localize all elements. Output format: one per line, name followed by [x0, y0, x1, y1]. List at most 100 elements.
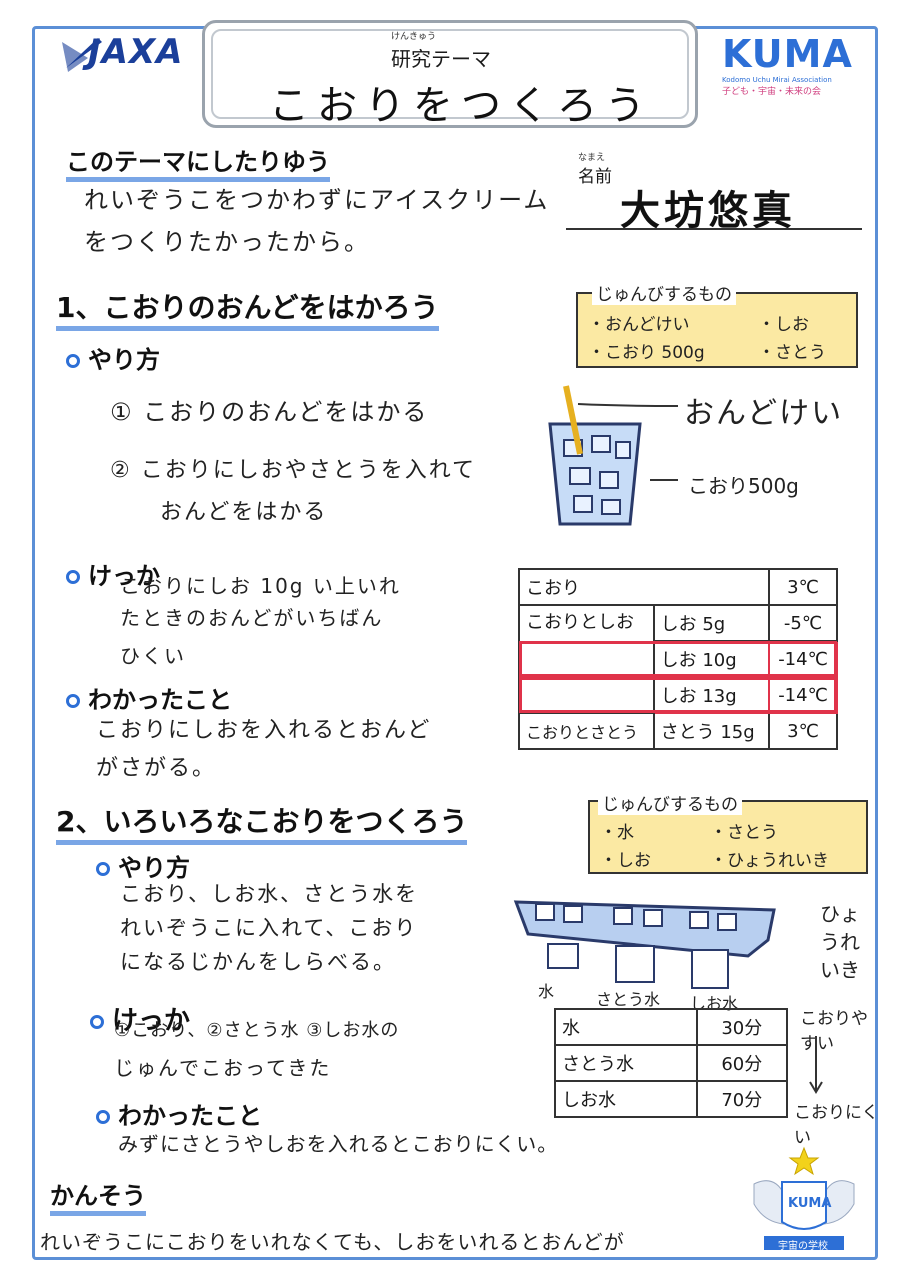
table-row: しお 13g -14℃ — [519, 676, 838, 714]
table-cell: しお 13g — [652, 676, 771, 714]
ice-weight-label: こおり500g — [688, 474, 799, 498]
section2-prep-title: じゅんびするもの — [598, 790, 742, 815]
section2-results-table: 水 30分 さとう水 60分 しお水 70分 — [554, 1008, 789, 1118]
table-row: こおりとしお しお 5g -5℃ — [518, 604, 838, 714]
theme-title: こおりをつくろう — [269, 83, 653, 129]
table-row: さとう水 60分 — [554, 1044, 789, 1082]
prep-item: ・ひょうれいき — [710, 851, 829, 871]
section1-prep-title: じゅんびするもの — [592, 280, 736, 305]
table-cell: しお 5g — [652, 604, 771, 642]
down-arrow-icon — [809, 1036, 823, 1094]
table-cell: 60分 — [695, 1044, 789, 1082]
tray-label-water: 水 — [538, 982, 555, 1001]
bullet-icon — [96, 862, 110, 876]
ice-cup-drawing — [548, 385, 642, 526]
table-cell: こおりとさとう — [518, 712, 655, 750]
table-cell: -14℃ — [768, 676, 838, 714]
jaxa-logo-text: JAXA — [88, 32, 184, 72]
kuma-logo-text: KUMA — [722, 32, 853, 76]
bullet-icon — [90, 1014, 104, 1029]
table-cell: さとう水 — [554, 1044, 698, 1082]
section2-method-line-3: になるじかんをしらべる。 — [120, 950, 396, 974]
table-cell: しお 10g — [652, 640, 771, 678]
section2-prep-box: じゅんびするもの ・水 ・さとう ・しお ・ひょうれいき — [588, 790, 868, 874]
bullet-icon — [66, 694, 80, 708]
table-row: しお 10g -14℃ — [519, 640, 838, 678]
section2-method-line-1: こおり、しお水、さとう水を — [120, 882, 419, 906]
name-underline — [566, 228, 862, 230]
theme-ruby: けんきゅう — [391, 32, 437, 42]
freezer-side-label: ひょうれいき — [820, 902, 860, 982]
emblem-text: KUMA — [788, 1196, 832, 1211]
kuma-logo-japanese: 子ども・宇宙・未来の会 — [722, 87, 822, 97]
impression-label: かんそう — [50, 1176, 146, 1216]
thermometer-label: おんどけい — [684, 396, 844, 431]
table-cell: さとう 15g — [652, 712, 771, 750]
section1-method-label: やり方 — [66, 340, 160, 375]
table-cell: 3℃ — [768, 568, 838, 606]
section2-method-label: やり方 — [96, 848, 190, 883]
cup-pointer-lines — [577, 403, 679, 481]
section1-step-2-line-2: おんどをはかる — [160, 500, 328, 525]
prep-item: ・しお — [600, 851, 651, 871]
table-cell: 30分 — [695, 1008, 789, 1046]
table-cell: 70分 — [695, 1080, 789, 1118]
table-cell: こおりとしお — [518, 604, 655, 714]
impression-line-1: れいぞうこにこおりをいれなくても、しおをいれるとおんどが — [40, 1230, 625, 1254]
section1-learned-line-2: がさがる。 — [96, 756, 217, 781]
table-cell: -14℃ — [768, 640, 838, 678]
table-row: こおり 3℃ — [517, 568, 838, 606]
reason-line-1: れいぞうこをつかわずにアイスクリーム — [84, 186, 550, 214]
table-cell: -5℃ — [768, 604, 838, 642]
table-row: 水 30分 — [554, 1008, 789, 1046]
name-label: 名前 — [578, 167, 612, 187]
section2-result-line-1: ①こおり、②さとう水 ③しお水の — [114, 1020, 400, 1041]
emblem-banner: 宇宙の学校 — [778, 1241, 828, 1252]
section1-step-1: ① こおりのおんどをはかる — [110, 398, 429, 426]
prep-item: ・さとう — [758, 343, 826, 363]
bullet-icon — [66, 354, 80, 368]
section1-step-2-line-1: ② こおりにしおやさとうを入れて — [110, 458, 477, 483]
table-cell: 3℃ — [768, 712, 838, 750]
prep-item: ・水 — [600, 823, 634, 843]
table-row: しお水 70分 — [554, 1080, 789, 1118]
kuma-logo-subtitle: Kodomo Uchu Mirai Association — [722, 76, 832, 84]
section2-learned-label: わかったこと — [96, 1096, 262, 1131]
table-row: こおりとさとう さとう 15g 3℃ — [518, 712, 838, 750]
name-ruby: なまえ — [578, 153, 606, 163]
section1-heading: 1、こおりのおんどをはかろう — [56, 286, 439, 331]
prep-item: ・しお — [758, 315, 809, 335]
jaxa-logo: JAXA — [58, 28, 183, 78]
ice-tray-drawing — [513, 900, 776, 989]
student-name: 大坊悠真 — [620, 188, 796, 234]
reason-heading: このテーマにしたりゆう — [66, 142, 330, 182]
jaxa-logo-mark — [62, 38, 102, 72]
section1-results-table: こおり 3℃ こおりとしお しお 5g -5℃ しお 10g -14℃ しお 1… — [517, 568, 838, 750]
section1-prep-box: じゅんびするもの ・おんどけい ・しお ・こおり 500g ・さとう — [576, 280, 858, 368]
tray-label-sugar-water: さとう水 — [596, 990, 661, 1009]
section2-heading: 2、いろいろなこおりをつくろう — [56, 800, 468, 845]
section1-result-line-3: ひくい — [120, 644, 186, 668]
section1-result-label: けっか — [66, 556, 160, 591]
section2-method-line-2: れいぞうこに入れて、こおり — [120, 916, 418, 940]
reason-line-2: をつくりたかったから。 — [84, 228, 370, 256]
bullet-icon — [96, 1110, 110, 1124]
section1-learned-label: わかったこと — [66, 680, 232, 715]
table-cell: こおり — [517, 568, 771, 606]
kuma-logo: KUMA Kodomo Uchu Mirai Association 子ども・宇… — [722, 32, 872, 102]
prep-item: ・こおり 500g — [588, 343, 705, 363]
section2-result-line-2: じゅんでこおってきた — [114, 1056, 332, 1080]
emblem-graphic — [753, 1146, 855, 1250]
section1-result-line-2: たときのおんどがいちばん — [120, 606, 384, 630]
theme-label: 研究テーマ — [391, 47, 491, 71]
table-cell: しお水 — [554, 1080, 698, 1118]
section2-learned-line: みずにさとうやしおを入れるとこおりにくい。 — [118, 1132, 559, 1156]
section1-result-line-1: こおりにしお 10g い上いれ — [120, 574, 401, 598]
section2-result-label: けっか — [90, 1000, 190, 1037]
bullet-icon — [66, 570, 80, 584]
prep-item: ・さとう — [710, 823, 778, 843]
school-emblem: KUMA 宇宙の学校 — [744, 1144, 864, 1256]
table-cell: 水 — [554, 1008, 698, 1046]
prep-item: ・おんどけい — [588, 315, 690, 335]
freeze-hard-label: こおりにくい — [794, 1103, 879, 1148]
